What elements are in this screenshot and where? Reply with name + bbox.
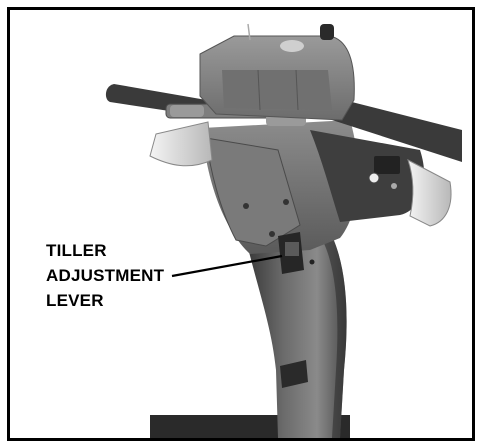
- console-front-panel: [222, 70, 332, 110]
- tiller-shaft: [248, 228, 347, 438]
- callout-leader-line: [171, 254, 283, 278]
- left-lens: [149, 121, 213, 167]
- antenna: [247, 23, 251, 41]
- right-lens: [407, 158, 452, 227]
- speed-knob-icon: [320, 24, 334, 40]
- left-throttle-lever: [170, 105, 204, 117]
- callout-line-3: LEVER: [46, 291, 104, 310]
- callout-line-2: ADJUSTMENT: [46, 266, 165, 285]
- shaft-shadow: [318, 228, 347, 438]
- key-icon: [368, 172, 380, 184]
- screw-icon: [243, 203, 249, 209]
- adjustment-lever: [285, 242, 299, 256]
- tiller-adjustment-lever-label: TILLER ADJUSTMENT LEVER: [46, 238, 164, 313]
- indicator-light-icon: [391, 183, 397, 189]
- shaft-slot: [280, 360, 308, 388]
- control-cluster: [374, 156, 400, 174]
- right-grip: [332, 98, 462, 162]
- console-seam: [295, 69, 299, 111]
- screw-icon: [269, 231, 275, 237]
- screw-icon: [309, 259, 315, 265]
- screw-icon: [283, 199, 289, 205]
- figure-frame: TILLER ADJUSTMENT LEVER: [7, 7, 475, 441]
- tiller-illustration: [105, 23, 462, 438]
- horn-button-icon: [280, 40, 304, 52]
- callout-line-1: TILLER: [46, 241, 107, 260]
- right-housing: [310, 130, 425, 222]
- console-seam: [257, 69, 261, 111]
